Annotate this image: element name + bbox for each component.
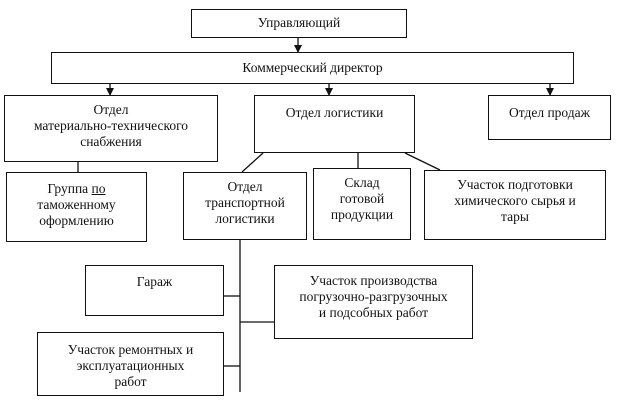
node-label: Отдел логистики [285, 105, 384, 120]
node-label: Отдел материально-технического снабжения [33, 102, 189, 149]
node-logistics-dept: Отдел логистики [254, 95, 415, 153]
node-supply-dept: Отдел материально-технического снабжения [4, 95, 218, 162]
node-manager: Управляющий [191, 9, 407, 38]
line-logistics-to-chemical [404, 152, 441, 171]
node-transport-logistics: Отдел транспортной логистики [183, 172, 307, 240]
node-label-part: таможенному оформлению [37, 197, 116, 228]
node-commercial-director: Коммерческий директор [51, 52, 574, 84]
node-label: Отдел продаж [509, 105, 590, 120]
node-label: Склад готовой продукции [330, 175, 394, 222]
node-customs-group: Группа по таможенному оформлению [6, 172, 147, 242]
line-logistics-to-transport [241, 152, 264, 173]
node-label-part: Группа [47, 181, 92, 196]
node-repair-section: Участок ремонтных и эксплуатационных раб… [37, 332, 224, 396]
node-label: Группа по таможенному оформлению [7, 181, 146, 229]
node-label: Участок производства погрузочно-разгрузо… [299, 273, 448, 320]
node-garage: Гараж [85, 265, 224, 316]
node-sales-dept: Отдел продаж [488, 95, 611, 140]
node-label: Отдел транспортной логистики [205, 179, 285, 226]
node-chemical-prep-section: Участок подготовки химического сырья и т… [424, 170, 606, 240]
node-label: Участок ремонтных и эксплуатационных раб… [67, 342, 194, 389]
node-label: Управляющий [257, 15, 341, 30]
node-label-part-underlined: по [91, 181, 106, 196]
node-label: Участок подготовки химического сырья и т… [454, 177, 576, 224]
node-label: Коммерческий директор [242, 60, 383, 75]
node-finished-goods-warehouse: Склад готовой продукции [313, 168, 411, 240]
node-loading-section: Участок производства погрузочно-разгрузо… [274, 265, 473, 339]
node-label: Гараж [136, 274, 173, 289]
